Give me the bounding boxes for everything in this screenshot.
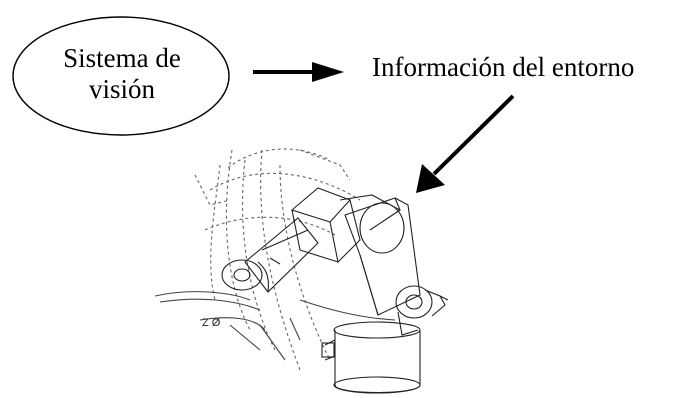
right-arrow	[253, 62, 344, 82]
robot-arm-illustration: Z Ø	[154, 148, 449, 394]
vision-system-line1: Sistema de	[63, 43, 181, 73]
robot-marking: Z Ø	[202, 317, 221, 329]
vision-system-line2: visión	[88, 74, 155, 104]
robot-upper-arm	[344, 197, 421, 316]
vision-system-label: Sistema de visión	[18, 43, 226, 105]
robot-shoulder	[290, 187, 402, 263]
robot-wrist	[395, 285, 449, 336]
robot-base	[321, 321, 421, 394]
sweep-lines	[154, 291, 396, 361]
robot-forearm	[221, 217, 319, 293]
diagonal-arrow	[416, 94, 515, 193]
vision-system-ellipse	[12, 16, 230, 136]
environment-info-label: Información del entorno	[372, 52, 635, 82]
motion-trails	[194, 148, 361, 371]
